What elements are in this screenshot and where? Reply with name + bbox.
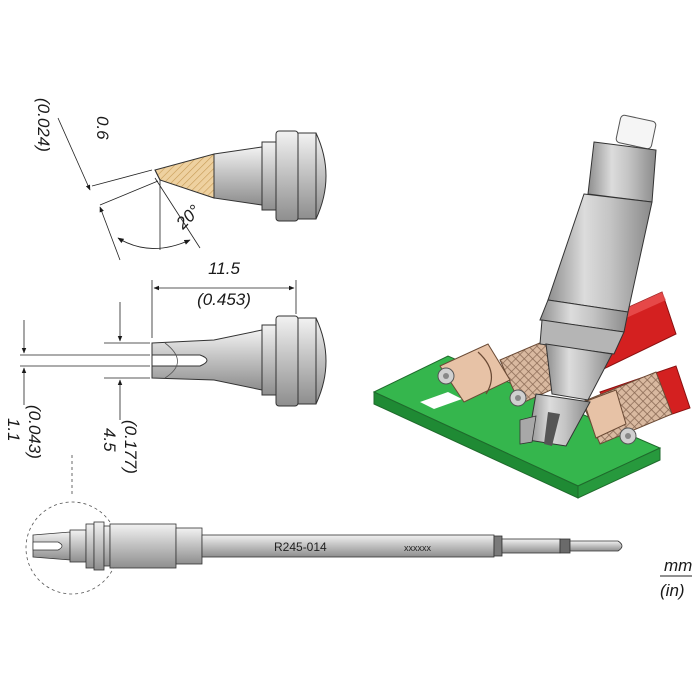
cartridge-serial-mark: xxxxxx	[404, 543, 432, 553]
units-imperial: (in)	[660, 581, 685, 600]
dim-tip-thickness-in: (0.024)	[34, 98, 53, 152]
application-illustration	[372, 114, 691, 499]
side-view-tip	[57, 117, 327, 261]
dim-slot-width-mm: 1.1	[4, 418, 23, 442]
tip-collar	[261, 141, 277, 211]
dim-tip-angle: 20°	[172, 201, 204, 233]
cartridge-body	[109, 523, 177, 569]
cartridge-shaft	[201, 534, 495, 558]
tip-body	[213, 146, 263, 206]
dim-tip-width-mm: 4.5	[100, 428, 119, 452]
dim-length-mm: 11.5	[208, 259, 240, 278]
tool-top-cap	[615, 114, 657, 150]
dim-tip-thickness-mm: 0.6	[93, 116, 112, 140]
dim-slot-width-in: (0.043)	[25, 405, 44, 459]
dim-tip-width-in: (0.177)	[121, 420, 140, 474]
units-metric: mm	[664, 556, 692, 575]
tool-hex-nut	[587, 141, 657, 203]
cartridge-part-number: R245-014	[274, 540, 327, 554]
cartridge-full-view	[25, 455, 623, 595]
dim-length-in: (0.453)	[197, 290, 251, 309]
tool-handle	[547, 193, 653, 313]
front-view-tip	[20, 280, 327, 420]
